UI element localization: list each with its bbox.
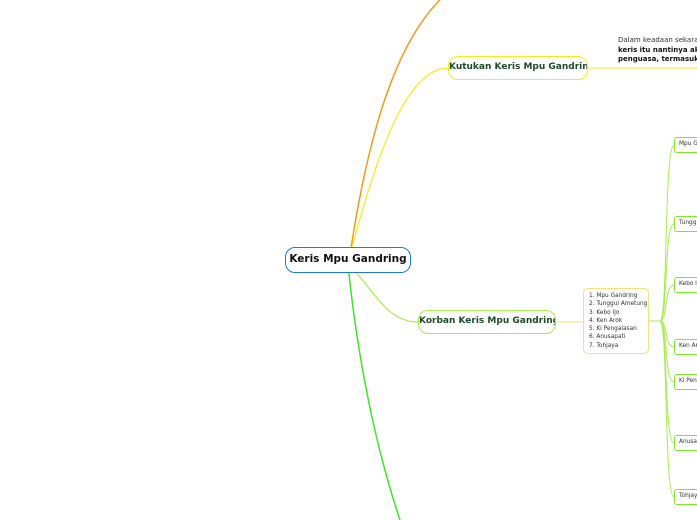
note-kutukan[interactable]: Dalam keadaan sekarat, Mp keris itu nant…	[618, 36, 697, 65]
leaf-tohjaya[interactable]: Tohjay	[674, 489, 697, 505]
list-item: 4. Ken Arok	[589, 317, 623, 324]
note-line-2: keris itu nantinya akan me	[618, 45, 697, 54]
leaf-ken-arok[interactable]: Ken Ar	[674, 339, 697, 355]
note-line-1: Dalam keadaan sekarat,	[618, 36, 697, 44]
list-item: 3. Kebo Ijo	[589, 309, 620, 316]
list-item: 5. Ki Pengalasan	[589, 326, 637, 333]
leaf-ki-pengalasan[interactable]: Ki Peng	[674, 374, 697, 390]
topic-kutukan[interactable]: Kutukan Keris Mpu Gandring	[448, 56, 588, 80]
branch-line-orange	[349, 0, 441, 256]
list-item: 7. Tohjaya	[589, 342, 619, 349]
leaf-connectors	[649, 144, 675, 498]
branch-line-green	[347, 264, 401, 520]
central-topic[interactable]: Keris Mpu Gandring	[285, 247, 411, 273]
branch-line-korban	[349, 264, 419, 323]
list-item: 1. Mpu Gandring	[589, 293, 638, 299]
leaf-mpu-gandring[interactable]: Mpu G	[674, 137, 697, 153]
note-line-3: penguasa, termasuk Ken A	[618, 55, 697, 63]
list-item: 2. Tunggul Ametung	[589, 301, 648, 308]
list-item: 6. Anusapati	[589, 334, 626, 341]
leaf-tunggul-ametung[interactable]: Tungg	[674, 216, 697, 232]
branch-line-kutukan	[349, 67, 449, 256]
victim-list[interactable]: 1. Mpu Gandring 2. Tunggul Ametung 3. Ke…	[583, 288, 649, 354]
leaf-anusapati[interactable]: Anusap	[674, 435, 697, 451]
leaf-kebo-ijo[interactable]: Kebo Ij	[674, 277, 697, 293]
topic-korban[interactable]: Korban Keris Mpu Gandring	[418, 310, 556, 334]
